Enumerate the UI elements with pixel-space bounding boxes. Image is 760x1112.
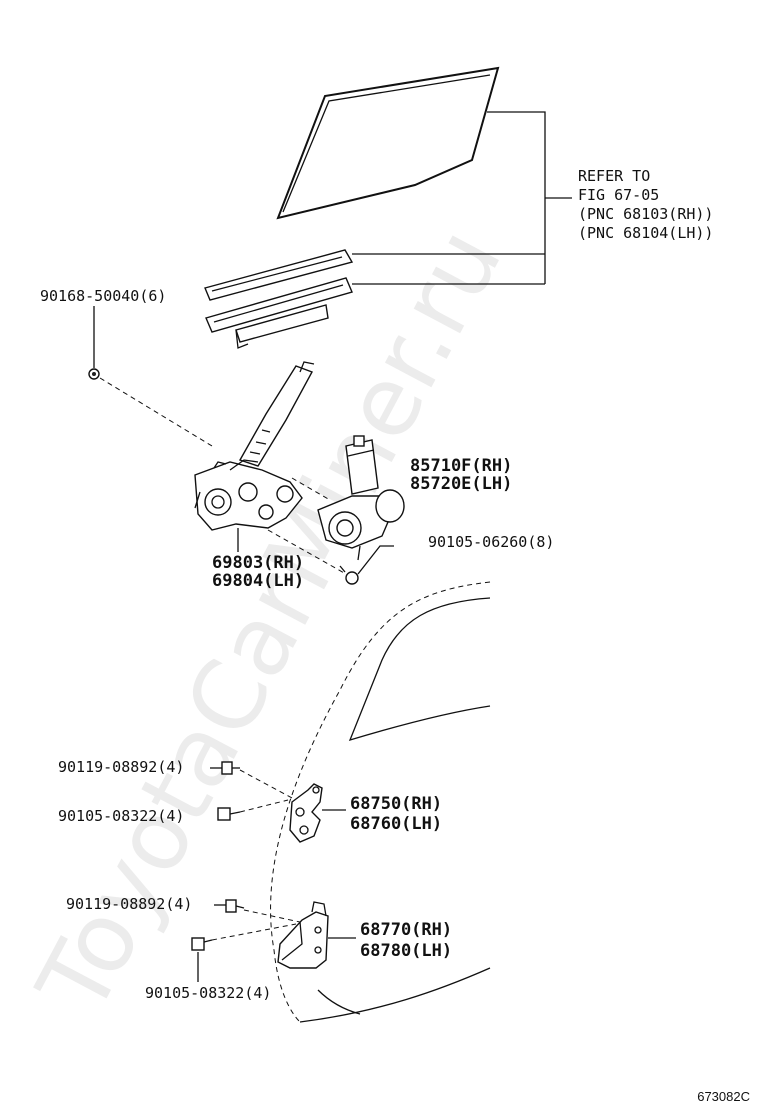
label-hinge-lower-rh: 68770(RH): [360, 920, 452, 940]
glass-channel: [204, 249, 354, 349]
door-glass: [276, 66, 500, 220]
label-bolt-b1: 90119-08892(4): [66, 895, 192, 913]
label-motor-lh: 85720E(LH): [410, 474, 512, 494]
refer-line-1: REFER TO: [578, 167, 650, 185]
refer-line-4: (PNC 68104(LH)): [578, 224, 713, 242]
label-regulator-rh: 69803(RH): [212, 553, 304, 573]
refer-line-2: FIG 67-05: [578, 186, 659, 204]
door-outline: [270, 581, 491, 1023]
lower-hinge: [277, 901, 329, 969]
window-motor: [317, 435, 405, 561]
label-bolt-b2: 90105-08322(4): [145, 984, 271, 1002]
refer-bracket: [352, 111, 572, 285]
upper-hinge: [289, 783, 323, 843]
bolt-icon: [339, 565, 359, 585]
refer-line-3: (PNC 68103(RH)): [578, 205, 713, 223]
label-hinge-upper-lh: 68760(LH): [350, 814, 442, 834]
label-hinge-upper-rh: 68750(RH): [350, 794, 442, 814]
label-bolt-motor: 90105-06260(8): [428, 533, 554, 551]
label-regulator-lh: 69804(LH): [212, 571, 304, 591]
bolt-icon: [217, 807, 241, 821]
figure-code: 673082C: [697, 1089, 750, 1104]
label-screw-top: 90168-50040(6): [40, 287, 166, 305]
bolt-icon: [191, 937, 213, 951]
label-motor-rh: 85710F(RH): [410, 456, 512, 476]
label-bolt-a2: 90105-08322(4): [58, 807, 184, 825]
bolt-icon: [225, 899, 245, 913]
window-regulator: [194, 361, 315, 531]
bolt-icon: [221, 761, 240, 775]
screw-icon: [88, 368, 100, 380]
label-hinge-lower-lh: 68780(LH): [360, 941, 452, 961]
label-bolt-a1: 90119-08892(4): [58, 758, 184, 776]
